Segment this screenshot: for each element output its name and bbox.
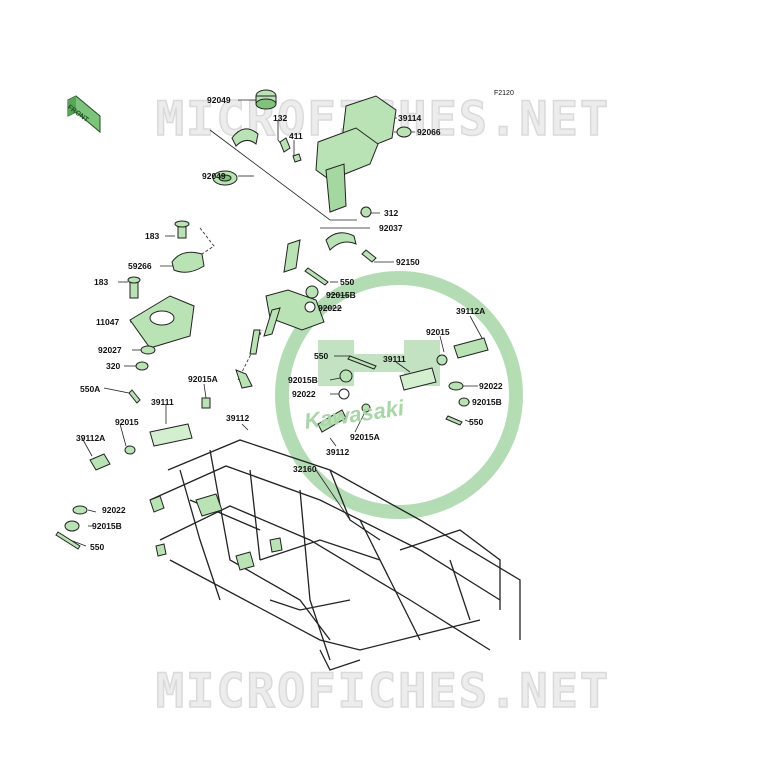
part-label: 92022 — [292, 389, 316, 399]
part-label: 92022 — [318, 303, 342, 313]
part-label: 39111 — [383, 354, 406, 364]
part-label: 59266 — [128, 261, 152, 271]
part-label: 39112 — [226, 413, 250, 423]
part-label: 183 — [94, 277, 109, 287]
part-label: 92015B — [92, 521, 122, 531]
frame-brackets — [149, 493, 283, 571]
front-arrow-icon — [67, 95, 101, 134]
part-label: 320 — [106, 361, 121, 371]
part-label: 550 — [314, 351, 329, 361]
part-label: 39112A — [456, 306, 486, 316]
part-label: 92015 — [426, 327, 450, 337]
lower-left-parts-group — [55, 505, 88, 550]
figure-code: F2120 — [494, 90, 514, 97]
part-label: 11047 — [96, 317, 120, 327]
part-label: 92015B — [472, 397, 502, 407]
part-label: 92015A — [188, 374, 218, 384]
part-label: 92022 — [102, 505, 126, 515]
part-label: 550 — [340, 277, 355, 287]
handlebar-holder-group — [212, 89, 412, 263]
part-label: 550 — [469, 417, 484, 427]
watermark-bottom: MICROFICHES.NET — [155, 663, 611, 720]
part-label: 39114 — [398, 113, 422, 123]
part-label: 92049 — [207, 95, 231, 105]
part-label: 39111 — [151, 397, 174, 407]
part-label: 312 — [384, 208, 399, 218]
part-label: 92066 — [417, 127, 441, 137]
part-label: 411 — [289, 131, 303, 141]
steering-shaft-group — [249, 239, 329, 355]
part-label: 92015B — [288, 375, 318, 385]
part-label: 550A — [80, 384, 101, 394]
part-label: 132 — [273, 113, 288, 123]
part-label: 92037 — [379, 223, 403, 233]
part-label: 92150 — [396, 257, 420, 267]
part-label: 92027 — [98, 345, 122, 355]
part-label: 183 — [145, 231, 160, 241]
right-small-parts-group — [317, 337, 489, 433]
part-label: 92015 — [115, 417, 139, 427]
part-label: 92015A — [350, 432, 380, 442]
part-label: 550 — [90, 542, 105, 552]
part-label: 39112A — [76, 433, 106, 443]
part-label: 39112 — [326, 447, 350, 457]
left-small-parts-group — [89, 220, 253, 471]
frame — [149, 439, 521, 671]
part-label: 92049 — [202, 171, 226, 181]
part-label: 32160 — [293, 464, 317, 474]
part-label: 92022 — [479, 381, 503, 391]
part-label: 92015B — [326, 290, 356, 300]
